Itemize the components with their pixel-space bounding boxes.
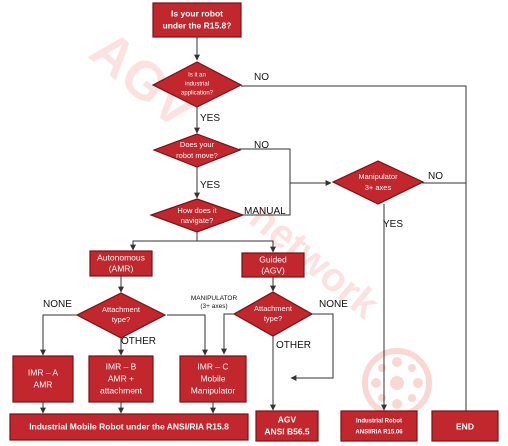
svg-text:AMR +: AMR + (108, 373, 134, 383)
label-yes-manipulator: YES (383, 219, 403, 230)
node-attachment-decision-right: Attachment type? (232, 291, 314, 337)
svg-text:Manipulator: Manipulator (358, 172, 398, 181)
svg-text:ANSI B56.5: ANSI B56.5 (264, 426, 310, 436)
svg-text:Attachment: Attachment (254, 304, 293, 313)
svg-text:Is it an: Is it an (188, 73, 206, 79)
label-no-industrial: NO (254, 72, 269, 83)
label-manipulator-line2: (3+ axes) (200, 303, 227, 310)
svg-text:attachment: attachment (100, 385, 143, 395)
svg-text:(AGV): (AGV) (261, 265, 285, 275)
node-imr-standard: Industrial Mobile Robot under the ANSI/R… (9, 413, 249, 441)
node-move-decision: Does your robot move? (152, 133, 242, 168)
svg-text:application?: application? (181, 91, 214, 97)
svg-text:AMR: AMR (34, 379, 53, 389)
label-other-left: OTHER (121, 336, 156, 347)
svg-text:IMR – A: IMR – A (28, 367, 59, 377)
svg-text:robot move?: robot move? (176, 151, 218, 160)
svg-text:Manipulator: Manipulator (191, 385, 236, 395)
svg-text:type?: type? (112, 315, 130, 324)
label-other-right: OTHER (276, 340, 311, 351)
svg-text:type?: type? (264, 314, 282, 323)
node-imr-c: IMR – C Mobile Manipulator (179, 355, 247, 403)
node-end: END (431, 410, 499, 442)
node-agv-standard: AGV ANSI B56.5 (255, 410, 319, 442)
node-autonomous: Autonomous (AMR) (89, 250, 153, 277)
edge-attach1-none-to-imr-a (40, 314, 83, 356)
label-no-manipulator: NO (428, 171, 443, 182)
node-navigate-decision: How does it navigate? (149, 198, 245, 233)
label-no-move: NO (254, 140, 269, 151)
connectors (40, 37, 469, 419)
edge-attach1-manip-to-imr-c (167, 314, 208, 356)
node-guided: Guided (AGV) (241, 252, 305, 278)
node-manipulator-decision: Manipulator 3+ axes (331, 160, 425, 205)
svg-text:ANSI/RIA R15.06: ANSI/RIA R15.06 (355, 430, 403, 436)
svg-text:navigate?: navigate? (181, 216, 214, 225)
node-industrial-decision: Is it an industrial application? (151, 61, 243, 108)
svg-text:Mobile: Mobile (200, 373, 225, 383)
svg-text:industrial: industrial (185, 82, 209, 88)
svg-text:AGV: AGV (278, 414, 297, 424)
svg-text:Is your robot: Is your robot (171, 8, 223, 18)
svg-text:Autonomous: Autonomous (97, 252, 145, 262)
svg-text:IMR – C: IMR – C (197, 361, 228, 371)
label-none-right: NONE (319, 299, 348, 310)
label-manipulator-line1: MANIPULATOR (191, 295, 238, 302)
edge-attach2-none-loop (290, 313, 334, 381)
node-industrial-robot-standard: Industrial Robot ANSI/RIA R15.06 (340, 410, 418, 442)
svg-text:How does it: How does it (177, 206, 217, 215)
label-manual: MANUAL (244, 206, 286, 217)
svg-text:under the R15.8?: under the R15.8? (163, 20, 232, 30)
svg-text:IMR – B: IMR – B (106, 361, 137, 371)
edge-attach2-manip-to-imr-c (221, 313, 236, 355)
edge-navigate-to-autonomous (130, 232, 198, 251)
svg-text:END: END (456, 421, 474, 431)
watermark-logo-icon (362, 348, 432, 418)
svg-text:Industrial Robot: Industrial Robot (356, 419, 402, 425)
node-attachment-decision-left: Attachment type? (75, 292, 167, 339)
label-yes-move: YES (200, 180, 220, 191)
node-imr-a: IMR – A AMR (12, 355, 74, 403)
node-imr-b: IMR – B AMR + attachment (88, 355, 154, 403)
svg-text:3+ axes: 3+ axes (365, 183, 392, 192)
svg-text:Guided: Guided (259, 254, 287, 264)
node-start: Is your robot under the R15.8? (152, 2, 242, 38)
edge-navigate-manual-to-manipulator (242, 183, 291, 216)
svg-text:Attachment: Attachment (102, 305, 141, 314)
edge-move-no-to-manipulator (239, 148, 332, 186)
edge-navigate-to-guided (197, 240, 276, 253)
label-yes-industrial: YES (200, 113, 220, 124)
svg-text:(AMR): (AMR) (109, 263, 134, 273)
edge-industrial-no-to-end (241, 85, 469, 419)
svg-text:Does your: Does your (180, 140, 215, 149)
label-none-left: NONE (43, 299, 72, 310)
svg-text:Industrial Mobile Robot under: Industrial Mobile Robot under the ANSI/R… (29, 421, 229, 431)
edge-labels: NO YES NO YES MANUAL NO YES NONE OTHER M… (43, 72, 443, 351)
